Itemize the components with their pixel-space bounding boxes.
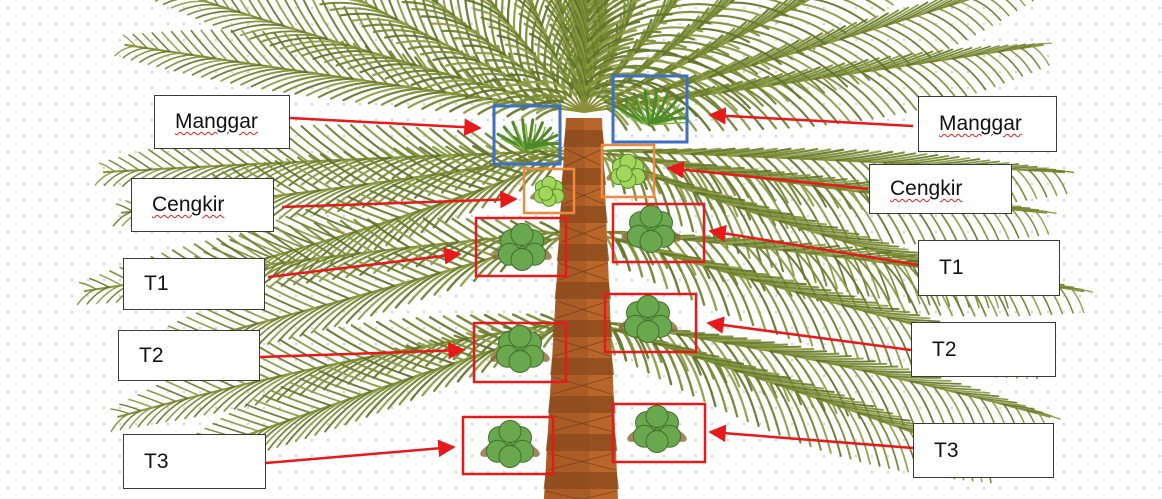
- trunk-band: [550, 358, 614, 375]
- label-left-t1-text: T1: [144, 272, 169, 296]
- label-left-cengkir-text: Cengkir: [152, 193, 224, 217]
- label-left-t2-text: T2: [139, 344, 164, 368]
- label-right-t3-text: T3: [934, 439, 959, 463]
- arrow-left-cengkir: [282, 199, 516, 207]
- label-right-t1-text: T1: [939, 256, 964, 280]
- label-right-manggar-text: Manggar: [939, 112, 1022, 136]
- label-right-t3: T3: [913, 423, 1054, 478]
- label-left-manggar: Manggar: [154, 95, 290, 149]
- label-right-manggar: Manggar: [918, 96, 1057, 152]
- label-right-cengkir-text: Cengkir: [890, 177, 962, 201]
- coconut-cluster-icon: [478, 420, 542, 467]
- trunk-band: [561, 168, 606, 185]
- arrow-left-t3: [266, 447, 454, 463]
- label-right-t2: T2: [911, 322, 1056, 377]
- label-right-t1: T1: [918, 240, 1060, 296]
- coconut-cluster-icon: [625, 405, 689, 452]
- trunk-band: [544, 472, 619, 489]
- label-left-manggar-text: Manggar: [175, 110, 258, 134]
- label-right-cengkir: Cengkir: [869, 164, 1012, 214]
- label-right-t2-text: T2: [932, 338, 957, 362]
- trunk-band: [548, 396, 616, 413]
- trunk-band: [546, 434, 618, 451]
- label-left-t1: T1: [123, 258, 265, 310]
- palm-trunk: [544, 118, 619, 499]
- trunk-band: [563, 130, 604, 147]
- arrow-left-manggar: [290, 118, 480, 128]
- label-left-t3-text: T3: [144, 450, 169, 474]
- trunk-band: [557, 244, 610, 261]
- label-left-cengkir: Cengkir: [131, 178, 274, 232]
- trunk-band: [555, 282, 611, 299]
- label-left-t3: T3: [123, 434, 266, 489]
- label-left-t2: T2: [118, 330, 260, 381]
